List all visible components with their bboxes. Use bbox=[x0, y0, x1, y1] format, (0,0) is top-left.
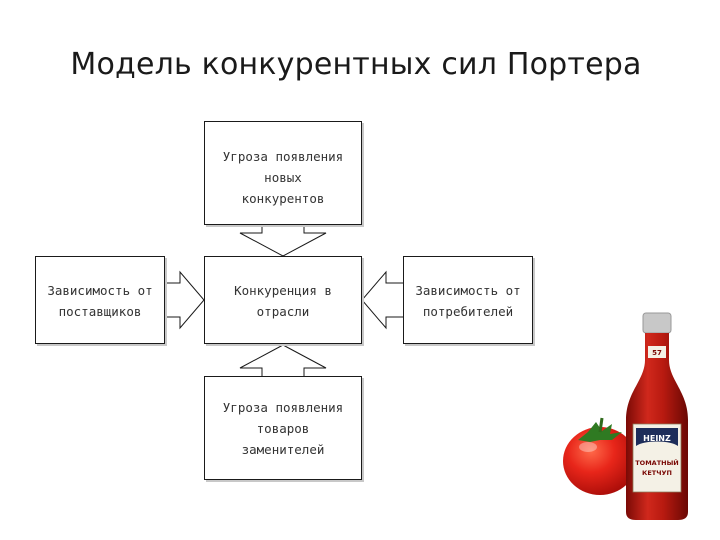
number-label: 57 bbox=[652, 349, 662, 357]
arrow-up bbox=[239, 344, 327, 376]
box-line: поставщиков bbox=[58, 304, 142, 319]
box-suppliers: Зависимость от поставщиков bbox=[35, 256, 165, 344]
box-line: конкурентов bbox=[241, 191, 325, 206]
box-substitutes: Угроза появления товаров заменителей bbox=[204, 376, 362, 480]
box-industry-rivalry: Конкуренция в отрасли bbox=[204, 256, 362, 344]
product-label-line2: КЕТЧУП bbox=[642, 469, 672, 477]
ketchup-bottle-illustration bbox=[626, 312, 688, 520]
box-line: товаров bbox=[256, 421, 310, 436]
arrow-right bbox=[165, 270, 205, 330]
box-line: Зависимость от bbox=[415, 283, 521, 298]
box-line: потребителей bbox=[422, 304, 514, 319]
arrow-down bbox=[239, 225, 327, 257]
box-line: Конкуренция в bbox=[234, 283, 332, 298]
product-label-line1: ТОМАТНЫЙ bbox=[635, 458, 679, 467]
tomato-illustration bbox=[563, 417, 637, 495]
box-buyers: Зависимость от потребителей bbox=[403, 256, 533, 344]
box-new-entrants: Угроза появления новых конкурентов bbox=[204, 121, 362, 225]
arrow-left bbox=[361, 270, 403, 330]
box-line: новых bbox=[264, 170, 302, 185]
brand-label: HEINZ bbox=[643, 434, 671, 443]
box-line: заменителей bbox=[241, 442, 325, 457]
box-line: Угроза появления bbox=[222, 400, 344, 415]
box-line: отрасли bbox=[256, 304, 310, 319]
slide-title: Модель конкурентных сил Портера bbox=[70, 47, 642, 82]
box-line: Угроза появления bbox=[222, 149, 344, 164]
box-line: Зависимость от bbox=[47, 283, 153, 298]
